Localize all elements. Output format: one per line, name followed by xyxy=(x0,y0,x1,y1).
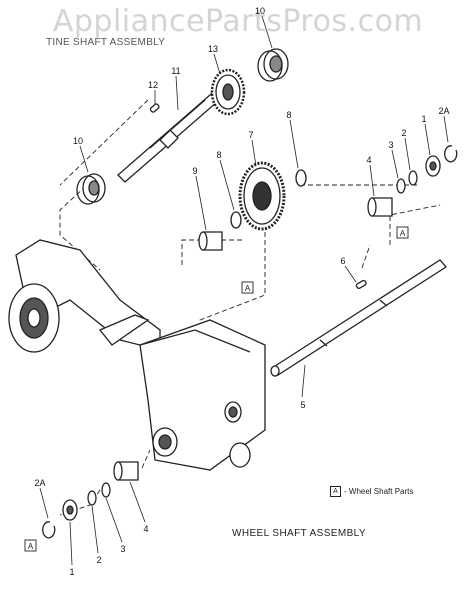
callout-8-upper: 8 xyxy=(286,110,291,120)
wheel-shaft-assembly-caption: WHEEL SHAFT ASSEMBLY xyxy=(232,528,366,539)
callout-2-left: 2 xyxy=(96,555,101,565)
callout-11: 11 xyxy=(171,66,180,76)
washer-3-left xyxy=(101,482,111,498)
leader-lines xyxy=(39,15,449,566)
legend: A - Wheel Shaft Parts xyxy=(330,486,413,497)
tine-shaft-assembly-label: TINE SHAFT ASSEMBLY xyxy=(46,37,166,48)
callout-10-left: 10 xyxy=(73,136,83,146)
bushing-9 xyxy=(198,231,223,251)
callout-2a-right: 2A xyxy=(438,106,449,116)
bearing-10-left xyxy=(76,173,106,205)
callout-10-top: 10 xyxy=(255,6,265,16)
gear-13 xyxy=(210,68,246,116)
wheel-shaft xyxy=(270,259,447,377)
callout-12: 12 xyxy=(148,80,158,90)
bushing-4-right xyxy=(367,197,393,217)
ref-box-a-1 xyxy=(241,281,254,294)
washer-8-b xyxy=(230,211,242,229)
watermark: AppliancePartsPros.com xyxy=(52,4,424,39)
callout-4-right: 4 xyxy=(366,155,371,165)
bearing-10-top xyxy=(257,48,289,82)
washer-2-right xyxy=(408,170,418,186)
callout-2a-left: 2A xyxy=(34,478,45,488)
callout-3-right: 3 xyxy=(388,140,393,150)
callout-1-left: 1 xyxy=(69,567,74,577)
callout-3-left: 3 xyxy=(120,544,125,554)
callout-8-lower: 8 xyxy=(216,150,221,160)
clip-2a-right xyxy=(444,145,458,163)
key-6 xyxy=(355,279,367,290)
callout-6: 6 xyxy=(340,256,345,266)
callout-9: 9 xyxy=(192,166,197,176)
callout-4-left: 4 xyxy=(143,524,148,534)
ref-box-a-3-label: A xyxy=(28,542,34,551)
ref-box-a-2 xyxy=(396,226,409,239)
transmission-housing xyxy=(8,239,266,471)
washer-2-left xyxy=(87,490,97,506)
callout-2-right: 2 xyxy=(401,128,406,138)
ref-box-a-1-label: A xyxy=(245,284,251,293)
callout-5: 5 xyxy=(300,400,305,410)
callout-13: 13 xyxy=(208,44,218,54)
ref-box-a-2-label: A xyxy=(400,229,406,238)
gear-7 xyxy=(238,161,286,231)
washer-8-a xyxy=(295,169,307,187)
ref-box-a-3 xyxy=(24,539,37,552)
key-part xyxy=(149,103,160,113)
washer-3-right xyxy=(396,178,406,194)
callout-7: 7 xyxy=(248,130,253,140)
legend-box: A xyxy=(330,486,341,497)
tine-shaft xyxy=(117,87,226,183)
clip-2a-left xyxy=(42,521,56,539)
legend-text: - Wheel Shaft Parts xyxy=(344,487,414,496)
callout-1-right: 1 xyxy=(421,114,426,124)
bushing-4-left xyxy=(113,461,139,481)
